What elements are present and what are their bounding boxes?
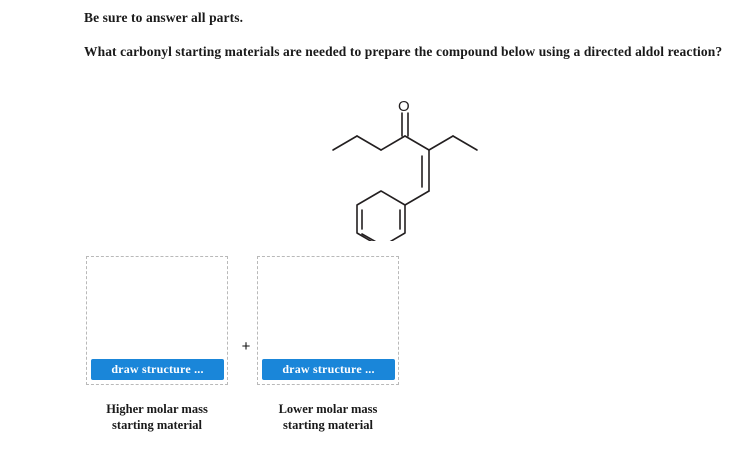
bond-c6-c5 bbox=[332, 135, 358, 151]
bond-c3-c2 bbox=[404, 135, 430, 151]
question-text: What carbonyl starting materials are nee… bbox=[84, 44, 723, 59]
caption-lower-molar-mass: Lower molar mass starting material bbox=[248, 401, 408, 433]
aromatic-line-3 bbox=[361, 233, 377, 241]
bond-ch-phenyl bbox=[404, 190, 430, 206]
bond-c4-c3 bbox=[380, 135, 406, 151]
target-compound-structure: O bbox=[325, 86, 505, 241]
plus-operator: + bbox=[241, 338, 251, 355]
oxygen-atom-label: O bbox=[398, 98, 410, 115]
benzene-ring bbox=[356, 190, 406, 241]
structure-drop-box-lower[interactable]: draw structure ... bbox=[257, 256, 399, 385]
structure-drop-box-higher[interactable]: draw structure ... bbox=[86, 256, 228, 385]
answer-area: draw structure ... + draw structure ... … bbox=[86, 256, 406, 436]
structure-drawing: O bbox=[332, 98, 478, 241]
instruction-line: Be sure to answer all parts. bbox=[84, 10, 244, 25]
caption-lower-line2: starting material bbox=[283, 418, 373, 432]
bond-c2-ethyl-ch2 bbox=[428, 135, 454, 151]
caption-higher-line1: Higher molar mass bbox=[106, 402, 208, 416]
draw-structure-button-lower[interactable]: draw structure ... bbox=[262, 359, 395, 380]
bond-c5-c4 bbox=[356, 135, 382, 151]
draw-structure-button-higher[interactable]: draw structure ... bbox=[91, 359, 224, 380]
caption-lower-line1: Lower molar mass bbox=[278, 402, 378, 416]
bond-ethyl-ch2-ch3 bbox=[452, 135, 478, 151]
caption-higher-molar-mass: Higher molar mass starting material bbox=[77, 401, 237, 433]
caption-higher-line2: starting material bbox=[112, 418, 202, 432]
instruction-text: Be sure to answer all parts. bbox=[84, 9, 724, 26]
